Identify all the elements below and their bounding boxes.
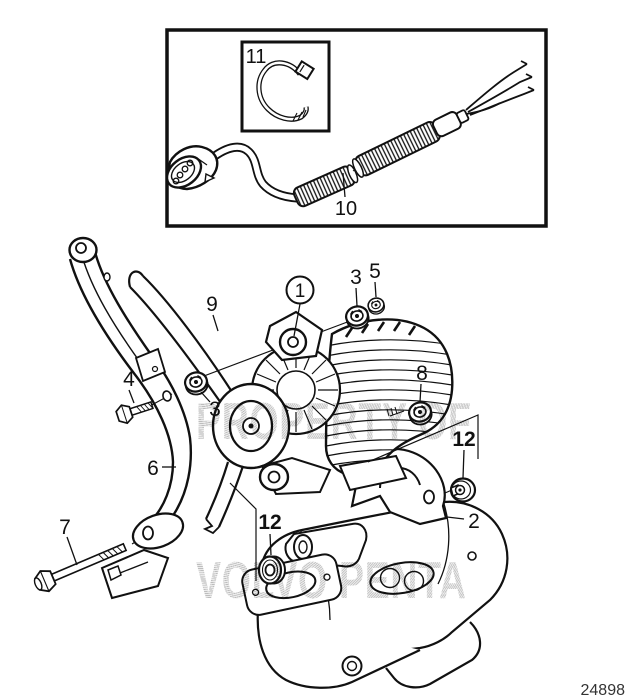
inset-outer-frame bbox=[165, 28, 548, 228]
callout-3-upper: 3 bbox=[350, 266, 362, 289]
callout-2: 2 bbox=[468, 510, 480, 533]
mounting-bracket-drawing bbox=[241, 447, 509, 689]
alternator-mounts bbox=[258, 310, 332, 496]
cable-tie-drawing bbox=[256, 59, 316, 122]
main-assembly: 1 2 3 3 4 5 6 7 8 9 12 12 bbox=[33, 236, 509, 689]
callout-4: 4 bbox=[123, 368, 135, 391]
clamp-tab bbox=[134, 347, 167, 383]
support-bracket-drawing bbox=[68, 236, 193, 600]
leader-10 bbox=[342, 172, 346, 198]
axis-line-upper-stud bbox=[187, 320, 351, 383]
callout-7: 7 bbox=[59, 516, 71, 539]
group-line-right bbox=[367, 414, 479, 463]
connector bbox=[165, 145, 219, 191]
callout-8: 8 bbox=[416, 362, 428, 385]
callout-11: 11 bbox=[246, 46, 267, 68]
nut-small bbox=[365, 295, 387, 317]
drawing-number: 24898 bbox=[581, 682, 626, 699]
callout-10: 10 bbox=[335, 198, 357, 220]
callout-circle-1 bbox=[285, 275, 315, 305]
nut-bracket-drawing bbox=[449, 477, 477, 503]
callout-3-front: 3 bbox=[209, 398, 221, 421]
vent-slots bbox=[344, 321, 417, 338]
group-line-left bbox=[229, 482, 257, 581]
callout-12-left: 12 bbox=[258, 511, 281, 534]
bolt-pivot-drawing bbox=[33, 542, 128, 593]
callout-12-right: 12 bbox=[452, 428, 475, 451]
callout-9: 9 bbox=[206, 293, 218, 316]
callout-5: 5 bbox=[369, 260, 381, 283]
callout-1: 1 bbox=[295, 281, 306, 302]
stud bbox=[386, 406, 398, 417]
ferrule bbox=[431, 109, 470, 138]
wires bbox=[465, 60, 535, 116]
pivot-boss bbox=[131, 512, 185, 550]
drive-belt-drawing bbox=[128, 270, 291, 535]
alternator-drawing bbox=[250, 318, 454, 492]
callout-6: 6 bbox=[147, 457, 159, 480]
washer-front-drawing bbox=[257, 555, 286, 585]
harness-drawing bbox=[165, 60, 535, 208]
leader-lines bbox=[66, 281, 465, 566]
flange-nut-front bbox=[181, 369, 211, 398]
inset-box: 11 bbox=[165, 28, 548, 228]
bolt-adjust-drawing bbox=[115, 401, 154, 425]
bracket-foot bbox=[100, 548, 170, 600]
